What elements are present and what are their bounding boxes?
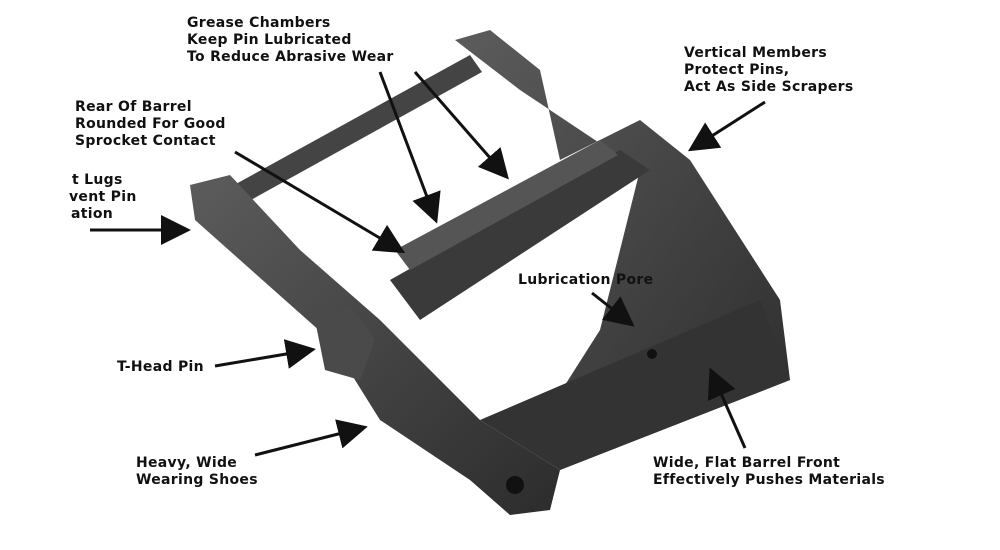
- label-line: Protect Pins,: [684, 62, 790, 78]
- label-line: ation: [71, 206, 114, 222]
- label-line: Grease Chambers: [187, 15, 331, 31]
- label-lugs: t Lugs vent Pin ation: [69, 172, 137, 223]
- label-line: To Reduce Abrasive Wear: [187, 49, 394, 65]
- arrow-rear: [234, 150, 406, 254]
- arrow-shoes: [254, 419, 368, 457]
- arrow-grease-1: [378, 71, 441, 224]
- label-wearing-shoes: Heavy, Wide Wearing Shoes: [136, 455, 258, 489]
- callout-arrows: [90, 71, 766, 457]
- label-line: T-Head Pin: [117, 359, 204, 375]
- label-lubrication-pore: Lubrication Pore: [518, 272, 653, 289]
- label-line: Vertical Members: [684, 45, 827, 61]
- label-line: Wide, Flat Barrel Front: [653, 455, 841, 471]
- label-line: Act As Side Scrapers: [684, 79, 854, 95]
- label-line: Wearing Shoes: [136, 472, 258, 488]
- label-line: Rounded For Good: [75, 116, 226, 132]
- arrow-vertical: [687, 100, 766, 152]
- arrow-pore: [591, 291, 635, 327]
- label-line: t Lugs: [72, 172, 123, 188]
- label-grease-chambers: Grease Chambers Keep Pin Lubricated To R…: [187, 15, 394, 66]
- label-barrel-front: Wide, Flat Barrel Front Effectively Push…: [653, 455, 885, 489]
- label-line: Effectively Pushes Materials: [653, 472, 885, 488]
- label-t-head-pin: T-Head Pin: [117, 359, 204, 376]
- label-line: vent Pin: [69, 189, 137, 205]
- label-line: Heavy, Wide: [136, 455, 238, 471]
- chain-link: [190, 30, 790, 515]
- label-line: Rear Of Barrel: [75, 99, 192, 115]
- label-line: Keep Pin Lubricated: [187, 32, 352, 48]
- label-vertical-members: Vertical Members Protect Pins, Act As Si…: [684, 45, 854, 96]
- label-line: Lubrication Pore: [518, 272, 654, 288]
- label-line: Sprocket Contact: [75, 133, 216, 149]
- label-rear-of-barrel: Rear Of Barrel Rounded For Good Sprocket…: [75, 99, 226, 150]
- arrow-barrel: [707, 367, 747, 449]
- arrow-grease-2: [413, 71, 509, 180]
- arrow-thead: [214, 339, 316, 369]
